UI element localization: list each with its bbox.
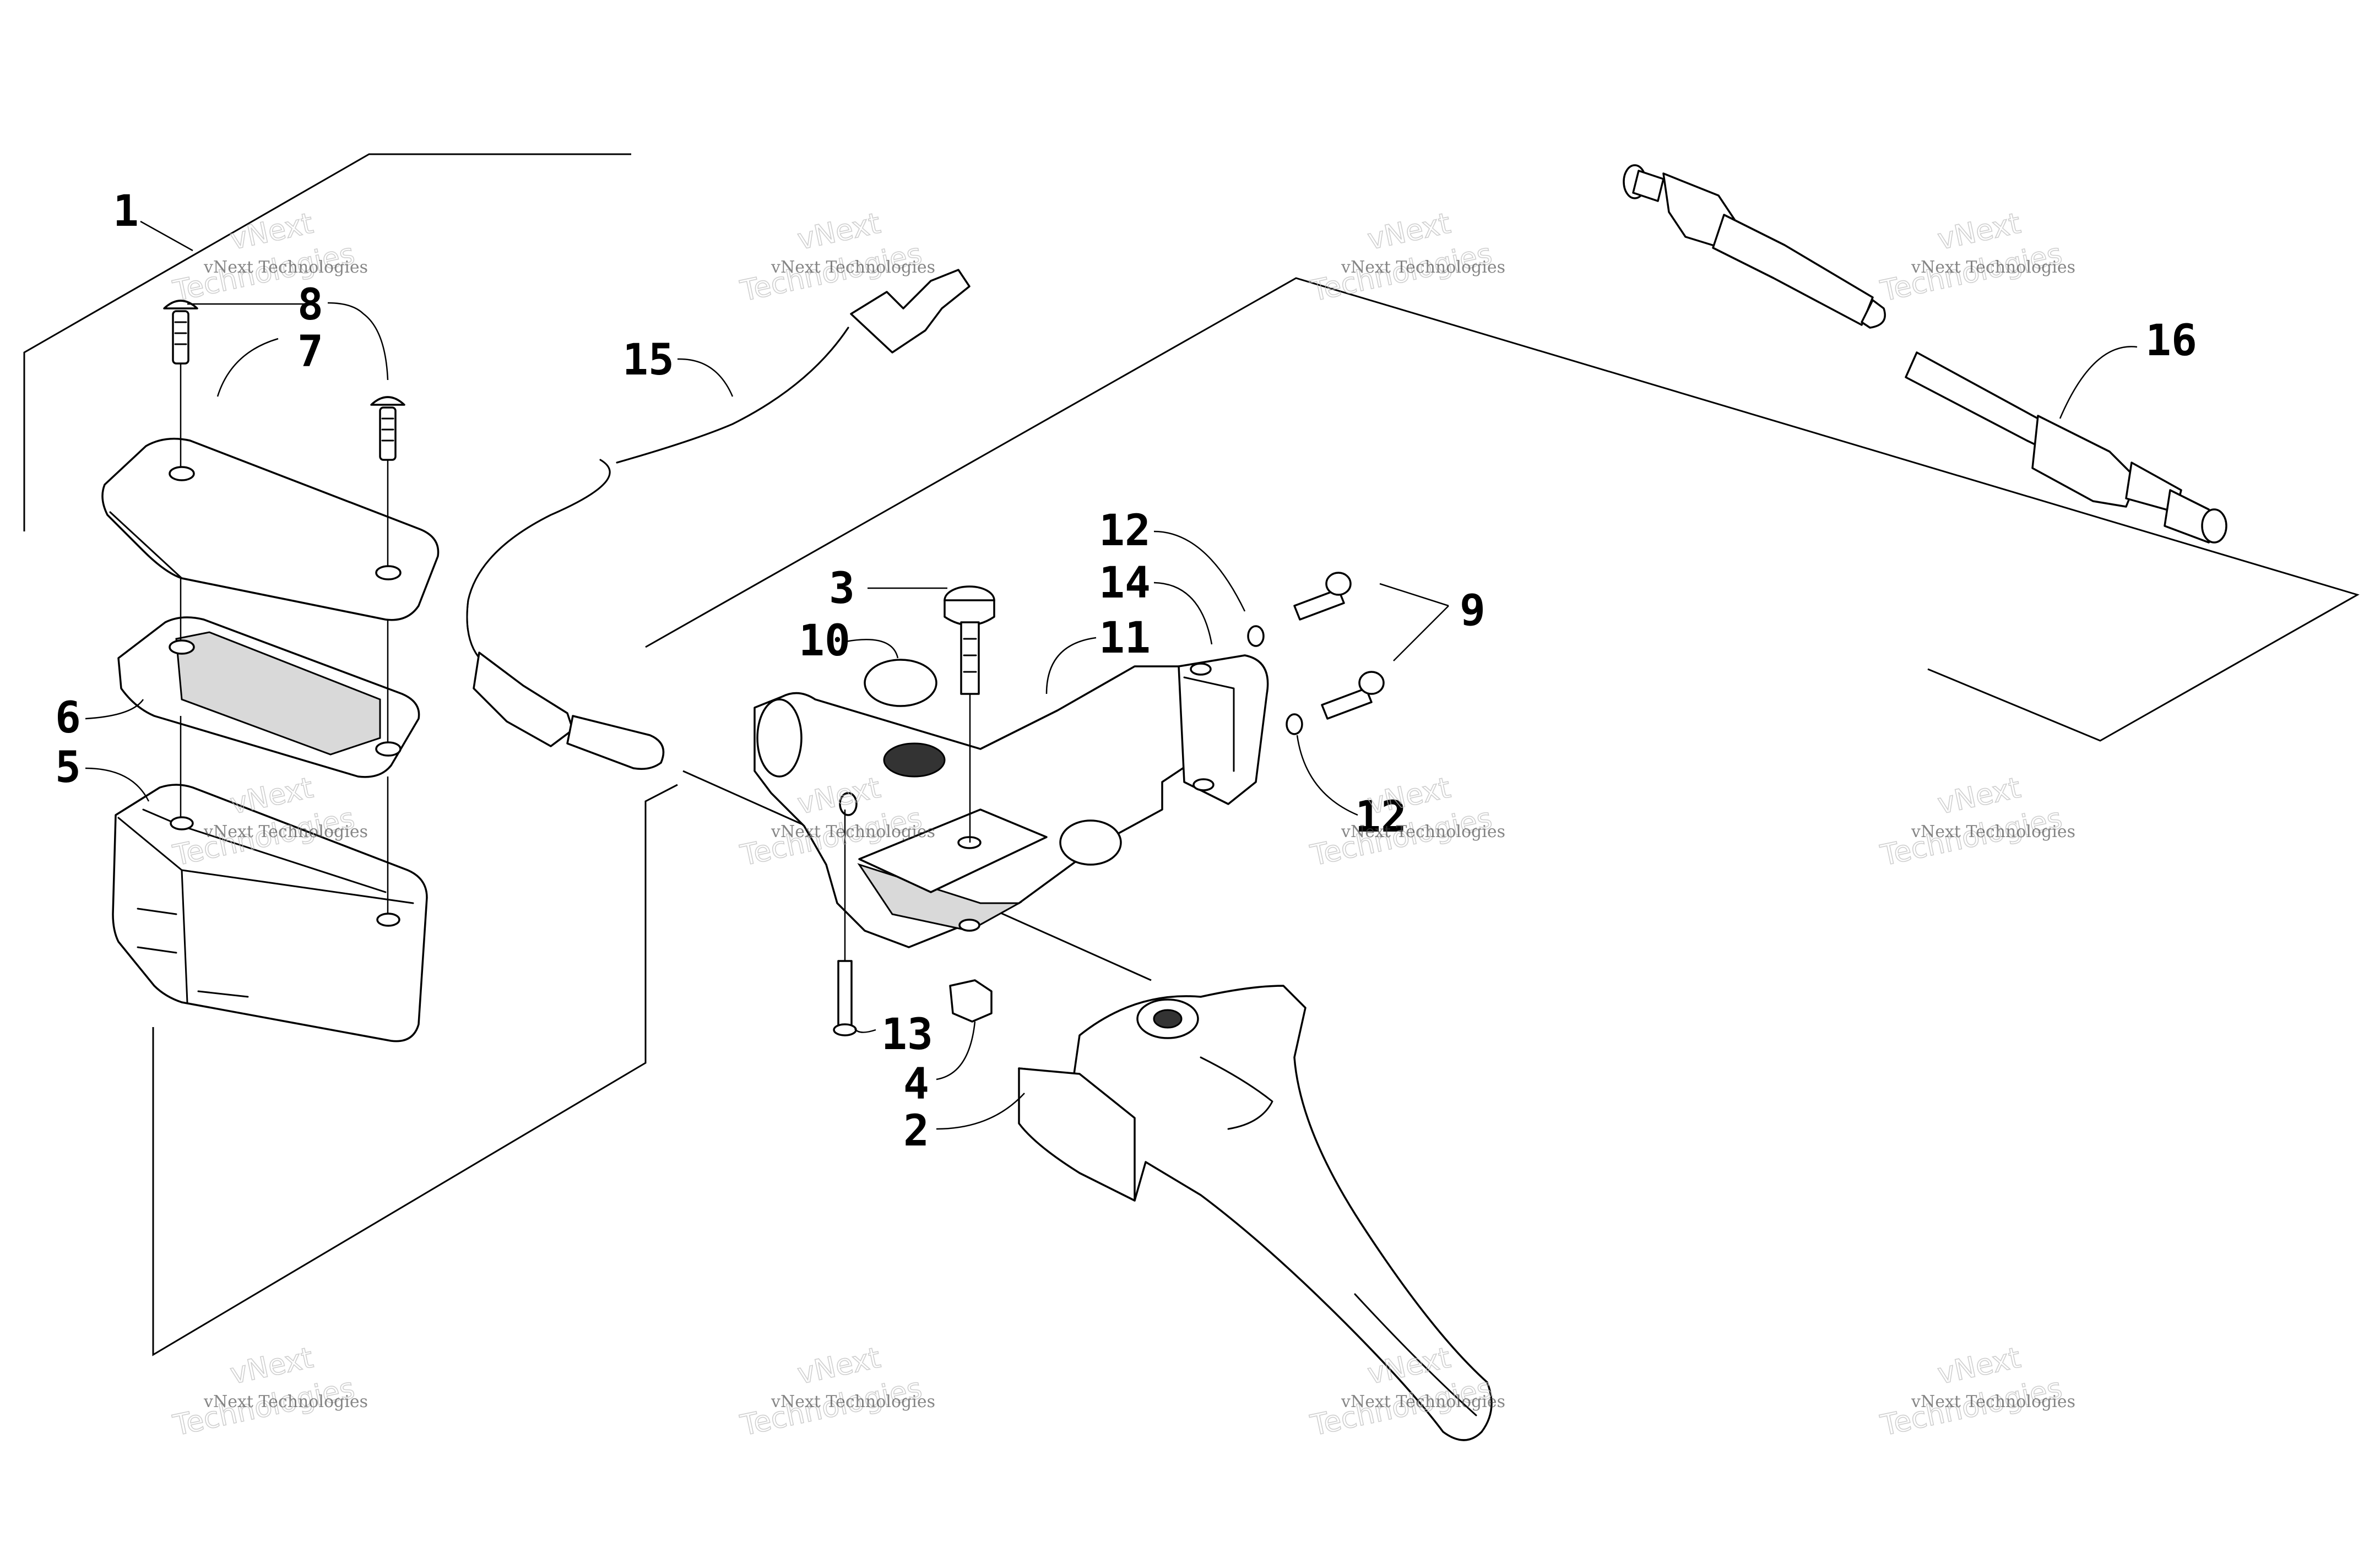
part-5-reservoir-body [112, 716, 428, 1042]
watermark: vNext Technologies vNext Technologies [1307, 207, 1505, 309]
callout-5: 5 [55, 743, 81, 792]
part-15-switch-wire [466, 269, 971, 770]
svg-text:vNext Technologies: vNext Technologies [771, 258, 935, 277]
svg-text:vNext Technologies: vNext Technologies [203, 1392, 368, 1411]
svg-text:vNext Technologies: vNext Technologies [203, 258, 368, 277]
svg-text:vNext Technologies: vNext Technologies [1911, 258, 2075, 277]
part-10-o-ring [864, 659, 937, 707]
svg-text:vNext Technologies: vNext Technologies [203, 822, 368, 841]
callout-13: 13 [881, 1010, 933, 1060]
callout-12-bottom: 12 [1355, 792, 1407, 842]
part-2-brake-lever [1018, 985, 1493, 1441]
part-12-washers [1247, 625, 1303, 735]
part-3-top-bolt [944, 585, 995, 843]
callout-8: 8 [297, 280, 323, 330]
callout-labels: 1 2 3 4 5 6 7 8 9 10 11 12 12 13 14 15 1… [55, 187, 2197, 1156]
callout-10: 10 [799, 616, 850, 666]
watermark: vNext Technologies vNext Technologies [1877, 771, 2075, 873]
callout-7: 7 [297, 327, 323, 377]
callout-11: 11 [1099, 613, 1151, 663]
svg-text:vNext Technologies: vNext Technologies [1911, 1392, 2075, 1411]
assembly-frame-lines [23, 153, 2360, 1356]
callout-leaders [85, 220, 2138, 1130]
callout-14: 14 [1099, 558, 1151, 608]
svg-text:vNext Technologies: vNext Technologies [1341, 258, 1505, 277]
watermark: vNext Technologies vNext Technologies [170, 1341, 368, 1443]
svg-text:vNext Technologies: vNext Technologies [1341, 822, 1505, 841]
part-11-master-cylinder-body [753, 654, 1269, 948]
part-13-pivot-screw [833, 810, 857, 1036]
part-8-cap-screws [163, 300, 405, 461]
watermark: vNext Technologies vNext Technologies [170, 207, 368, 309]
callout-2: 2 [903, 1106, 929, 1156]
part-16-brake-hose [1623, 164, 2227, 544]
svg-text:vNext Technologies: vNext Technologies [1341, 1392, 1505, 1411]
svg-text:vNext Technologies: vNext Technologies [771, 822, 935, 841]
callout-9: 9 [1460, 586, 1486, 636]
svg-text:vNext Technologies: vNext Technologies [771, 1392, 935, 1411]
callout-6: 6 [55, 693, 81, 743]
part-4-nut [949, 979, 993, 1023]
part-6-gasket [117, 578, 420, 778]
callout-15: 15 [622, 335, 674, 385]
part-9-clamp-screws [1293, 572, 1385, 720]
part-7-reservoir-cap [101, 363, 440, 621]
watermark: vNext Technologies vNext Technologies [737, 1341, 935, 1443]
callout-12-top: 12 [1099, 506, 1151, 556]
watermark: vNext Technologies vNext Technologies [737, 207, 935, 309]
watermark: vNext Technologies vNext Technologies [1877, 207, 2075, 309]
watermark: vNext Technologies vNext Technologies [1877, 1341, 2075, 1443]
watermark: vNext Technologies vNext Technologies [1307, 771, 1505, 873]
callout-1: 1 [113, 187, 139, 236]
callout-16: 16 [2145, 316, 2197, 366]
callout-4: 4 [903, 1060, 929, 1109]
svg-text:vNext Technologies: vNext Technologies [1911, 822, 2075, 841]
callout-3: 3 [829, 564, 855, 613]
